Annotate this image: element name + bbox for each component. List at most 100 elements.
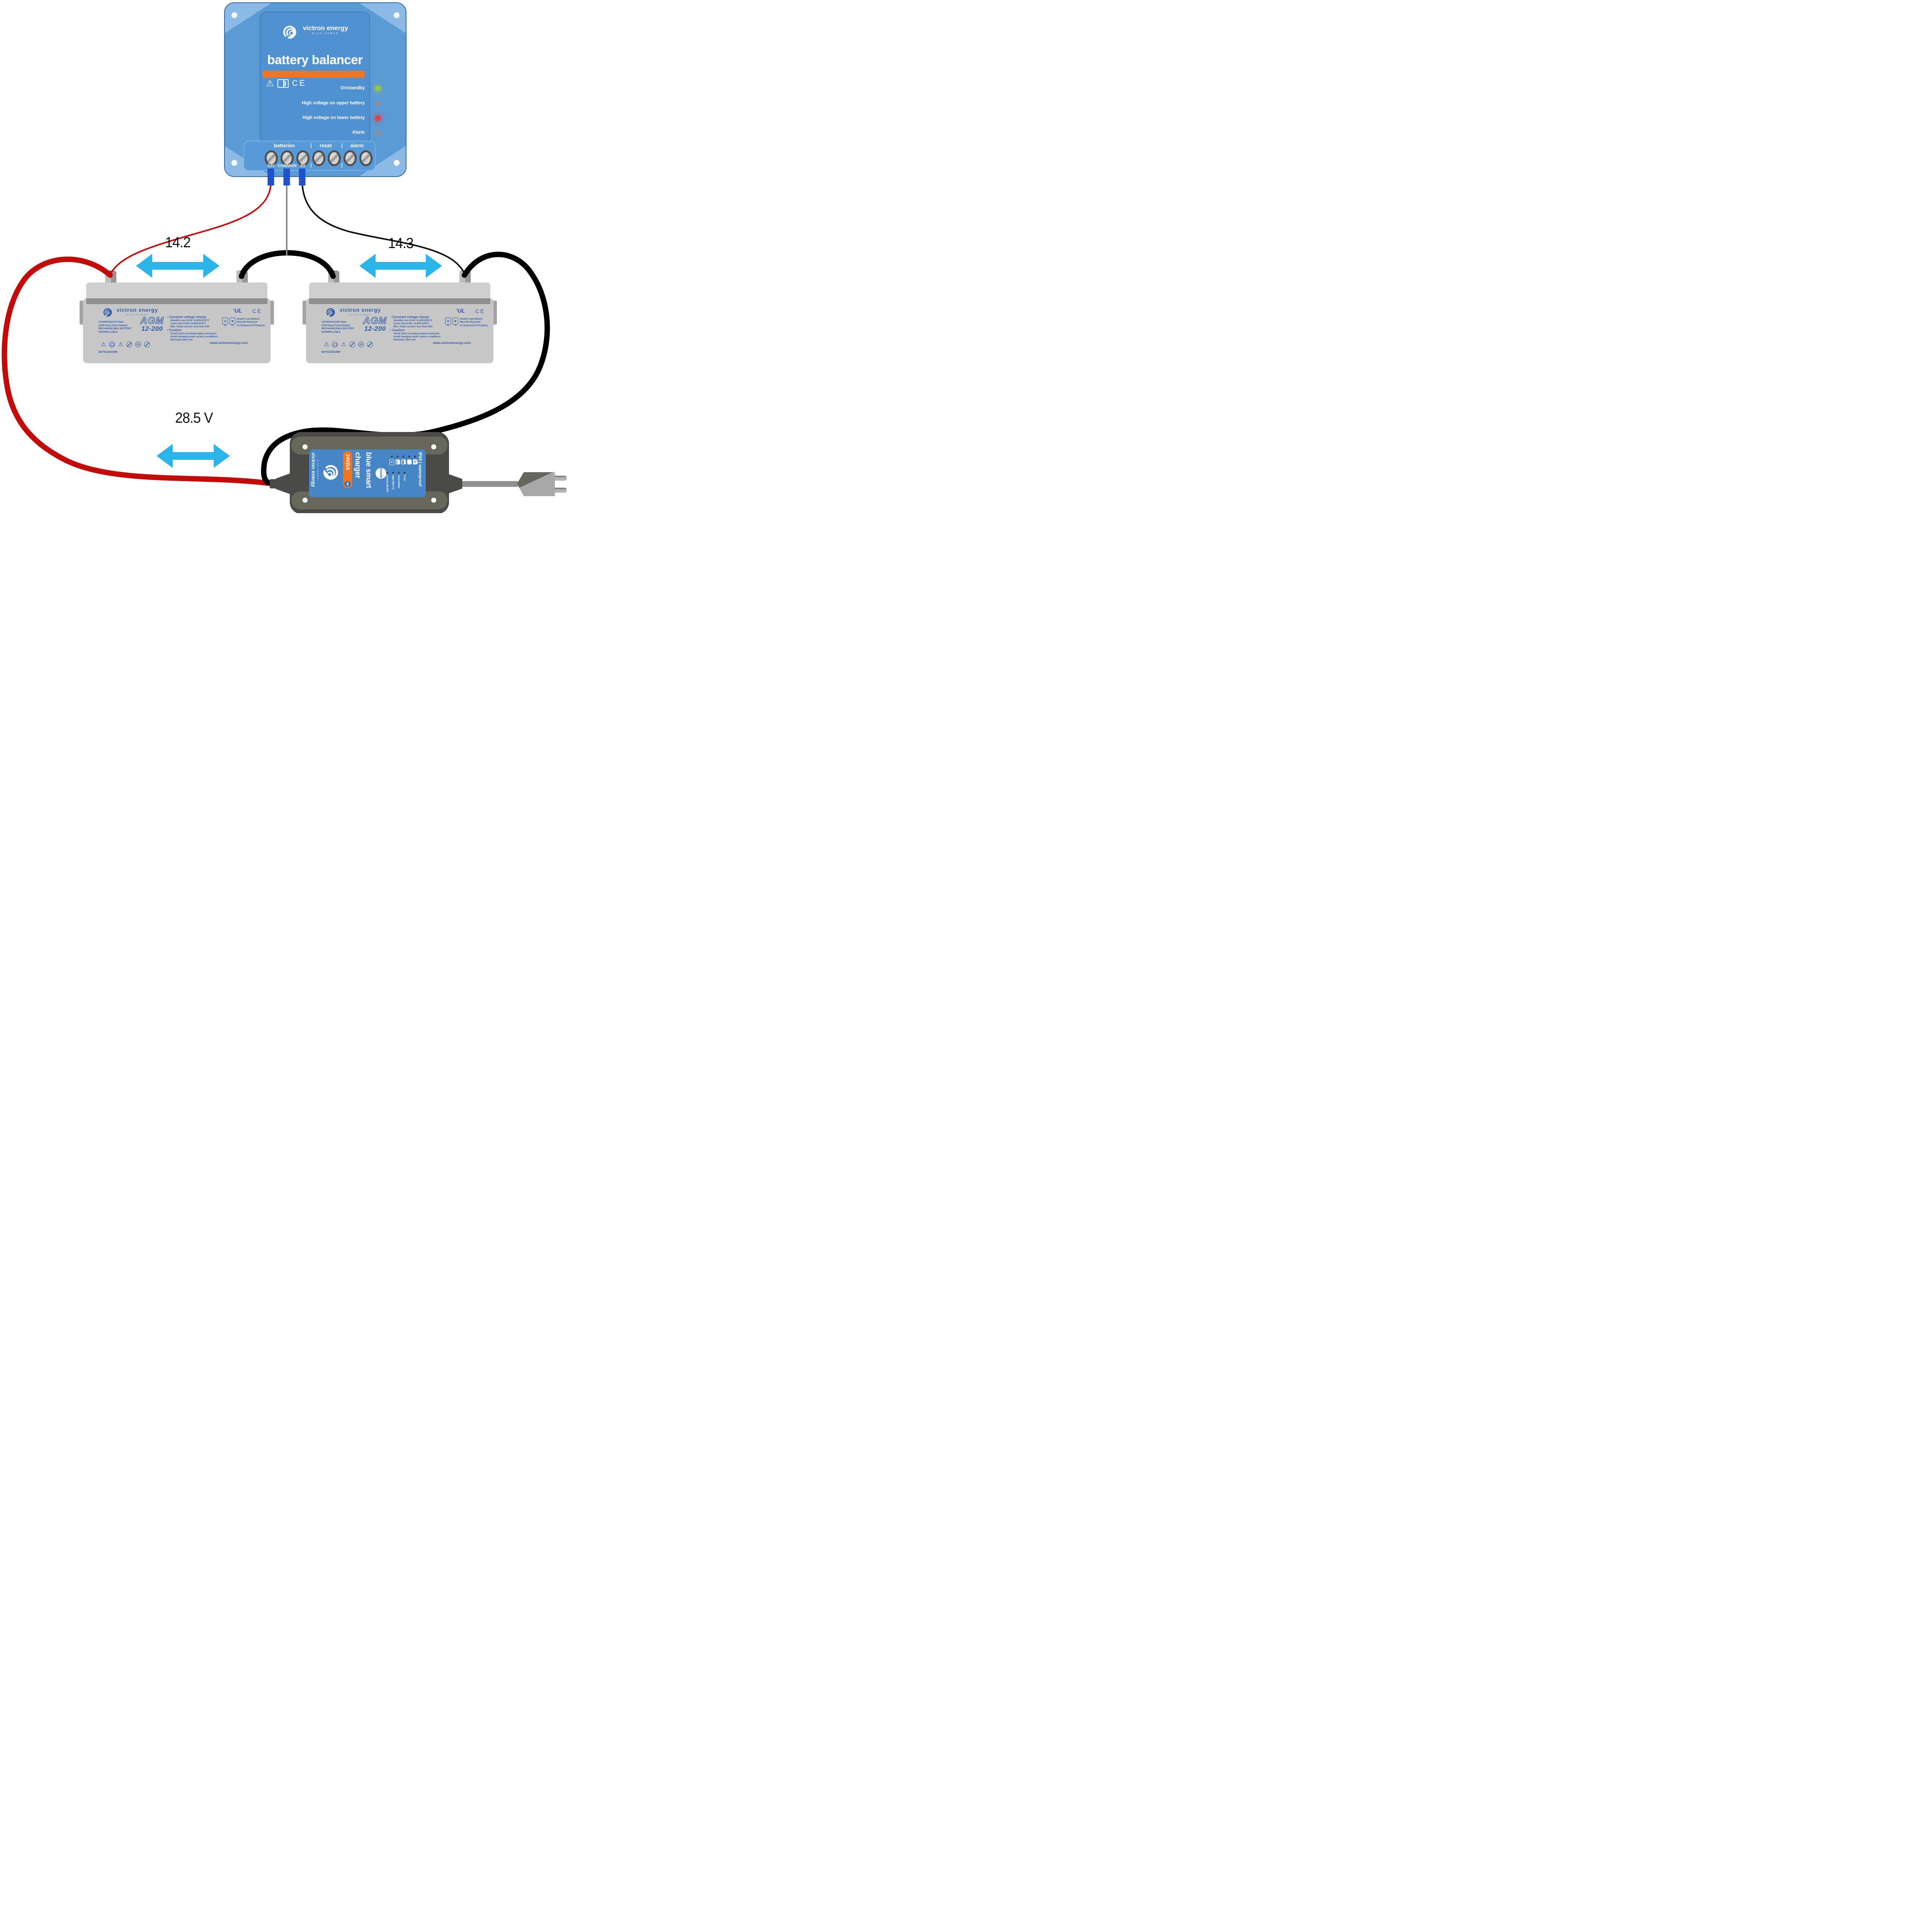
caution-title: • Caution: [390, 328, 405, 332]
terminal-screw[interactable] [265, 150, 278, 166]
model-number: 12-200 [364, 325, 386, 332]
charge-line: Standby use:13.50~13.80V@25°C [170, 319, 209, 322]
led-green-indicator [375, 86, 381, 91]
rating-line: AGM Deep Cycle Battery [321, 324, 350, 327]
wire-balancer-24v-red [111, 182, 272, 274]
caution-line: Avoid charging under airless conditions [393, 335, 440, 338]
recycle-line: Must Be Recycled [460, 321, 480, 324]
warning-icon: ⚠ [266, 78, 274, 88]
connector-stub-common [283, 168, 290, 185]
pin-label-0v: 0V [300, 163, 306, 168]
recycle-line: Must Be Recycled [237, 321, 257, 324]
battery-serial: BAT412201080 [99, 351, 117, 354]
voltage-right-battery: 14.3 [388, 235, 414, 252]
terminal-screw[interactable] [312, 150, 325, 166]
charge-bulk-icon [389, 459, 394, 465]
battery-ratings: 12V200AH@10h Rate AGM Deep Cycle Battery… [321, 321, 354, 334]
victron-swirl-icon [283, 26, 296, 39]
arrow-charger [156, 444, 230, 468]
battery-right: victron energy BLUE POWER 12V200AH@10h R… [303, 270, 497, 369]
ce-mark: CE [292, 79, 306, 88]
ul-mark: ®UL [233, 308, 242, 314]
charge-title: • Constant voltage charge [167, 315, 206, 319]
terminal-screw[interactable] [344, 150, 357, 166]
led-off-indicator [375, 101, 381, 106]
victron-swirl-icon [319, 464, 342, 483]
rating-text: 24V|5A [345, 454, 350, 470]
wire-balancer-0v-black [301, 182, 464, 273]
pb-label: Pb [447, 325, 449, 327]
voltage-charger: 28.5 V [175, 410, 213, 426]
recycle-line: Or Disposed Of Properly [460, 324, 488, 327]
mounting-hole [303, 498, 308, 503]
warning-icon-row: ⚠ ⚠ [101, 342, 150, 347]
headline-line2: charger [354, 452, 362, 478]
bin-icon: ✖ [230, 318, 235, 325]
brand-wordmark: victron energy [340, 307, 381, 313]
explosion-warning-icon: ⚠ [324, 341, 329, 348]
mode-button[interactable]: mode [376, 468, 386, 479]
eye-protection-icon [135, 342, 141, 347]
recycle-icon: ♻ [222, 318, 228, 325]
recycle-line: Sealed Lead Battery [237, 318, 260, 320]
rating-line: NONSPILLABLE [321, 330, 341, 333]
bluetooth-icon [345, 481, 350, 487]
rating-line: AGM Deep Cycle Battery [99, 324, 128, 327]
connector-stub-0v [299, 168, 306, 185]
mode-button-label: mode [379, 468, 383, 478]
certification-icons: ⚠ CE [266, 79, 306, 88]
storage-icon: S [413, 459, 418, 464]
battery-seam [309, 298, 490, 304]
led-label: High voltage on upper battery [302, 101, 365, 105]
led-row-high-upper: High voltage on upper battery [225, 101, 406, 107]
wiring-diagram: 14.2 14.3 28.5 V [0, 0, 568, 513]
terminal-screw[interactable] [281, 150, 294, 166]
brand-wordmark: victron energy [303, 24, 349, 32]
charge-line: Max. initial current: less than 60A [393, 325, 433, 328]
terminal-screw[interactable] [328, 150, 341, 166]
explosion-warning-icon: ⚠ [101, 341, 106, 348]
status-led [414, 456, 416, 457]
pb-label: Pb [231, 325, 234, 327]
ac-strain-relief [447, 474, 463, 494]
ip-rating: IP65 | waterproof [418, 452, 422, 486]
no-flames-icon [126, 342, 132, 347]
recycle-line: Sealed Lead Battery [460, 318, 483, 320]
battery-model: AGM 12-200 [363, 316, 387, 332]
status-led [402, 456, 405, 457]
rating-line: 12V200AH@10h Rate [321, 321, 347, 323]
website-url: www.victronenergy.com [210, 341, 248, 345]
dc-cable-gland [276, 473, 291, 495]
battery-charge-instructions: • Constant voltage charge Standby use:13… [167, 315, 218, 342]
connector-stub-24v [267, 168, 274, 185]
ul-mark: ®UL [456, 308, 465, 314]
mounting-hole [431, 444, 436, 449]
mode-option-label: normal [28,8V] [386, 475, 389, 492]
rating-line: RECHARGEABLE BATTERY [99, 327, 132, 330]
rating-banner: 24V|5A [343, 451, 352, 488]
headline-line1: blue smart [364, 452, 372, 488]
recycle-block: ♻ Pb ✖ Pb Sealed Lead Battery Must Be Re… [222, 318, 265, 327]
terminal-screw[interactable] [296, 150, 310, 166]
pin-label-common: COMMON [277, 163, 297, 168]
caution-title: • Caution: [167, 328, 182, 332]
mode-led [398, 472, 400, 474]
corrosive-warning-icon: ⚠ [118, 341, 123, 348]
caution-line: Avoid charging under airless conditions [170, 335, 218, 338]
ce-mark: CE [252, 308, 262, 314]
led-row-high-lower: High voltage on lower battery [225, 116, 406, 122]
mounting-hole [231, 160, 237, 166]
led-red-indicator [375, 116, 381, 121]
pb-label: Pb [224, 325, 226, 327]
read-manual-icon [332, 342, 338, 347]
brand-wordmark: victron energy [117, 307, 158, 313]
battery-ratings: 12V200AH@10h Rate AGM Deep Cycle Battery… [99, 321, 131, 334]
voltage-left-battery: 14.2 [165, 235, 191, 251]
eye-protection-icon [358, 342, 364, 347]
battery-mid-icon [401, 459, 406, 464]
terminal-screw[interactable] [359, 150, 372, 166]
victron-logo: victron energy BLUE POWER [260, 25, 369, 40]
mains-cable [461, 481, 518, 487]
manual-icon [277, 79, 289, 88]
charge-line: Standby use:13.50~13.80V@25°C [393, 319, 432, 322]
